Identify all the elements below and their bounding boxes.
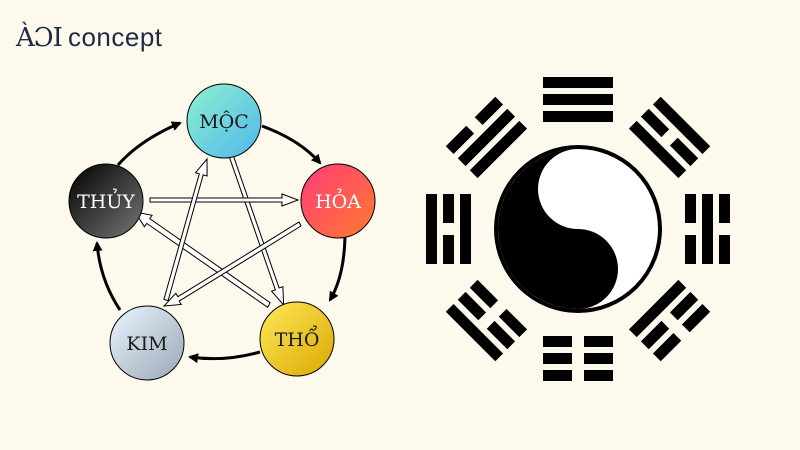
element-node-kim: KIM — [109, 305, 185, 381]
trigram-top-right — [628, 96, 711, 179]
trigram-left — [426, 194, 471, 264]
yin-yang-icon — [494, 145, 662, 313]
arrow-hoa-to-tho — [328, 231, 347, 302]
logo-mark: ÀƆI — [16, 23, 63, 53]
arrow-thuy-to-moc — [116, 121, 182, 166]
arrow-kim-to-moc — [163, 157, 208, 302]
arrow-kim-to-thuy — [92, 241, 122, 311]
trigram-bottom-right — [628, 279, 711, 362]
arrow-moc-to-hoa — [261, 124, 322, 165]
trigram-top — [543, 77, 613, 122]
node-label-hoa: HỎA — [315, 188, 361, 213]
arrow-hoa-to-kim — [162, 221, 302, 307]
element-node-moc: MỘC — [186, 83, 262, 159]
brand-logo: ÀƆI concept — [16, 22, 163, 53]
element-node-hoa: HỎA — [300, 163, 376, 239]
node-label-thuy: THỦY — [77, 188, 135, 213]
trigram-bottom — [543, 336, 613, 381]
bagua-symbol — [426, 77, 730, 381]
logo-wordmark: concept — [67, 22, 163, 52]
element-node-tho: THỔ — [259, 301, 335, 377]
trigram-bottom-left — [445, 279, 528, 362]
node-label-kim: KIM — [126, 333, 167, 355]
node-label-tho: THỔ — [275, 325, 320, 351]
trigram-top-left — [445, 96, 528, 179]
node-label-moc: MỘC — [199, 111, 249, 133]
trigram-right — [685, 194, 730, 264]
arrow-moc-to-tho — [226, 147, 285, 307]
element-node-thuy: THỦY — [68, 163, 144, 239]
generation-cycle — [92, 121, 347, 364]
arrow-thuy-to-hoa — [149, 193, 300, 207]
arrow-tho-to-kim — [188, 350, 261, 364]
control-cycle — [133, 147, 302, 309]
arrow-tho-to-thuy — [133, 211, 271, 309]
